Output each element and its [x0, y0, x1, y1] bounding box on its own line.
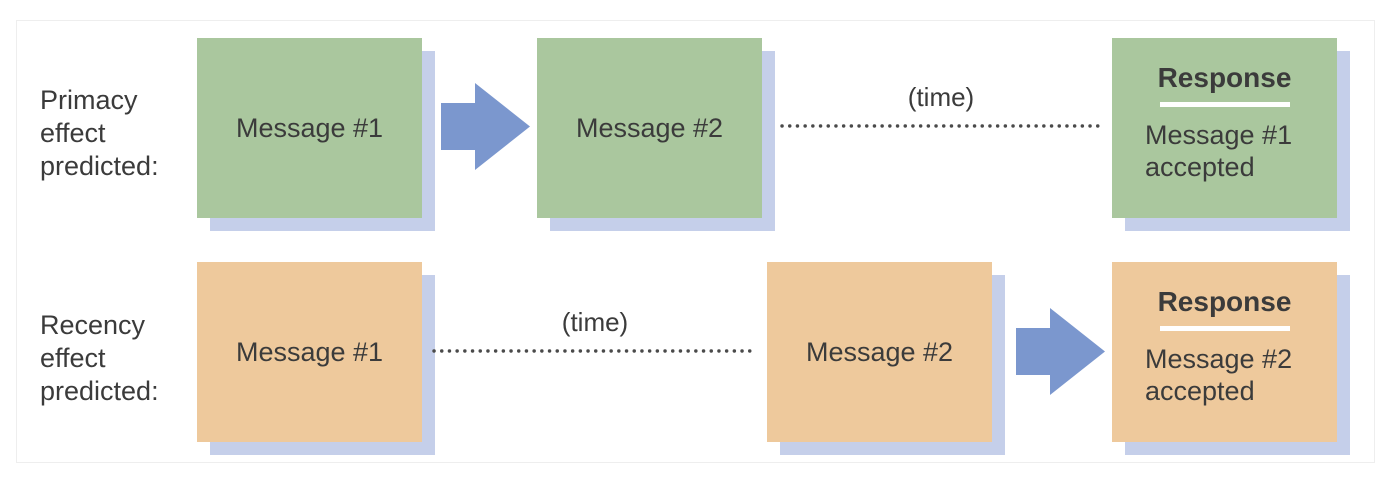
- arrow-right-icon: [1016, 308, 1105, 395]
- dotted-timeline-icon: [780, 124, 1104, 128]
- recency-message1-box: Message #1: [197, 262, 422, 442]
- primacy-response-text: Message #1 accepted: [1145, 120, 1293, 182]
- primacy-time-label: (time): [907, 82, 975, 112]
- recency-response-title: Response: [1157, 286, 1292, 317]
- primacy-message2-label: Message #2: [575, 112, 724, 143]
- primacy-message1-box: Message #1: [197, 38, 422, 218]
- primacy-response-title: Response: [1157, 62, 1292, 93]
- recency-response-text: Message #2 accepted: [1145, 344, 1293, 406]
- response-divider: [1159, 326, 1290, 331]
- dotted-timeline-icon: [432, 349, 759, 353]
- recency-message2-box: Message #2: [767, 262, 992, 442]
- arrow-right-icon: [441, 83, 530, 170]
- primacy-response-box: Response Message #1 accepted: [1112, 38, 1337, 218]
- primacy-message1-label: Message #1: [235, 112, 384, 143]
- recency-time-label: (time): [561, 307, 629, 337]
- figure-border: [16, 20, 1375, 463]
- recency-message2-label: Message #2: [805, 336, 954, 367]
- primacy-message2-box: Message #2: [537, 38, 762, 218]
- recency-message1-label: Message #1: [235, 336, 384, 367]
- recency-response-box: Response Message #2 accepted: [1112, 262, 1337, 442]
- response-divider: [1159, 102, 1290, 107]
- primacy-row-label: Primacy effect predicted:: [40, 85, 159, 181]
- recency-row-label: Recency effect predicted:: [40, 310, 159, 406]
